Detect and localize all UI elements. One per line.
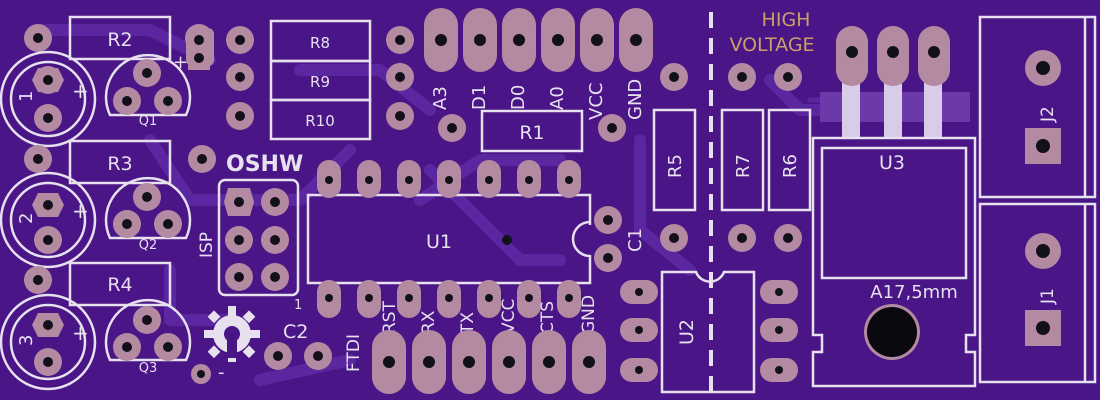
pad-column-left [226, 26, 254, 130]
ic-u2: U2 [620, 270, 798, 394]
resistor-r5: R5 [652, 108, 697, 252]
resistor-r4: R4 [24, 261, 172, 307]
r7-label: R7 [733, 154, 754, 178]
capacitor-c2: C2 - [191, 321, 332, 384]
ftdi-label: FTDI [344, 334, 364, 372]
transistor-q2: Q2 [104, 176, 192, 253]
resistor-r1: R1 [438, 109, 626, 153]
r4-label: R4 [107, 274, 132, 296]
ic-u1: U1 [306, 160, 592, 318]
u2-label: U2 [676, 319, 698, 345]
header-pin-a0: A0 [547, 86, 568, 110]
c2-label: C2 [283, 321, 308, 343]
header-pin-gnd: GND [625, 79, 646, 120]
r6-label: R6 [780, 154, 801, 178]
led2-plus: + [72, 199, 89, 223]
header-pin-d1: D1 [469, 85, 490, 110]
hv-line2: VOLTAGE [729, 34, 814, 56]
u1-top-pins [317, 160, 581, 198]
q3-label: Q3 [139, 361, 158, 376]
c1-label: C1 [625, 228, 646, 252]
q2-label: Q2 [139, 238, 158, 253]
high-voltage-warning: HIGH VOLTAGE [709, 9, 815, 392]
transistor-q3: Q3 [104, 298, 192, 376]
header-pin-d0: D0 [508, 85, 529, 110]
u3-label: U3 [879, 152, 905, 174]
hv-line1: HIGH [762, 9, 811, 31]
u1-label: U1 [426, 231, 452, 253]
terminal-j2: J2 [978, 15, 1097, 199]
oshw-gear-icon [204, 306, 260, 362]
oshw-label: OSHW [226, 152, 303, 177]
resistor-r7: R7 [720, 63, 765, 252]
resistor-r3: R3 [24, 139, 216, 185]
r9-label: R9 [310, 73, 330, 91]
r2-pad-square: + [173, 28, 214, 73]
ftdi-pin-gnd: GND [579, 295, 599, 334]
ftdi-pin-rx: RX [419, 310, 439, 334]
r3-label: R3 [107, 153, 132, 175]
ftdi-pin-vcc: VCC [499, 299, 519, 334]
mounting-hole [867, 307, 917, 357]
header-pin-vcc: VCC [586, 83, 607, 120]
isp-pin1-mark: 1 [294, 298, 302, 313]
led2-label: 2 [16, 213, 37, 224]
q1-label: Q1 [139, 114, 158, 129]
ftdi-header: FTDI RST RX TX VCC CTS GND [344, 295, 606, 394]
led-3: 3 + [0, 293, 97, 391]
ftdi-pin-cts: CTS [538, 301, 558, 334]
resistor-r6: R6 [767, 63, 812, 252]
ftdi-pin-tx: TX [458, 312, 478, 335]
r2-label: R2 [107, 29, 132, 51]
r1-label: R1 [519, 122, 544, 144]
led-2: 2 + [0, 171, 97, 269]
led1-label: 1 [16, 91, 37, 102]
r5-label: R5 [665, 154, 686, 178]
led3-plus: + [72, 321, 89, 345]
top-header: A3 D1 D0 A0 VCC GND [424, 8, 653, 120]
isp-label: ISP [197, 232, 217, 258]
r8-label: R8 [310, 34, 330, 52]
j1-label: J1 [1038, 288, 1058, 305]
led3-label: 3 [16, 335, 37, 346]
j2-label: J2 [1038, 106, 1058, 123]
header-pin-a3: A3 [430, 86, 451, 110]
isp-header: ISP 1 [197, 178, 302, 313]
u3-hole-label: A17,5mm [870, 282, 957, 303]
capacitor-c1: C1 [594, 206, 646, 272]
u1-bottom-pins [317, 280, 581, 318]
led-1: 1 + [0, 50, 97, 148]
minus-mark: - [218, 362, 225, 383]
ftdi-pin-rst: RST [380, 300, 400, 334]
terminal-j1: J1 [978, 202, 1097, 384]
triac-u3: U3 A17,5mm [811, 26, 977, 388]
led1-plus: + [72, 79, 89, 103]
resistor-array-r8-r10: R8 R9 R10 [269, 19, 414, 141]
r10-label: R10 [305, 112, 335, 130]
transistor-q1: Q1 [104, 53, 192, 129]
